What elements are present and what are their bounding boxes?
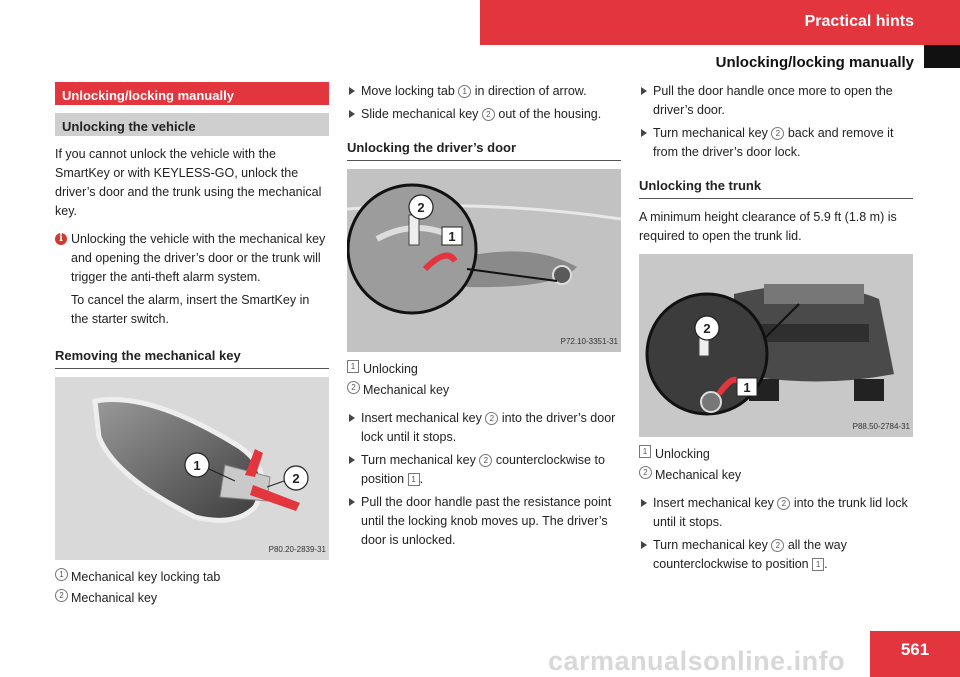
svg-text:2: 2 xyxy=(292,471,299,486)
column-3: Pull the door handle once more to open t… xyxy=(639,82,913,574)
callout-ref: 1 xyxy=(639,445,651,458)
legend-item: 1 Mechanical key locking tab xyxy=(55,568,329,587)
callout-ref: 2 xyxy=(479,454,493,467)
legend-item: 2 Mechanical key xyxy=(639,466,913,485)
step-item: Turn mechanical key 2 all the way counte… xyxy=(639,536,913,574)
callout-ref: 2 xyxy=(485,412,499,425)
svg-text:2: 2 xyxy=(703,321,710,336)
figure-smartkey: 1 2 P80.20-2839-31 xyxy=(55,377,329,560)
legend-label: Unlocking xyxy=(363,362,418,376)
callout-ref: 1 xyxy=(812,558,825,571)
info-note: i Unlocking the vehicle with the mechani… xyxy=(55,230,329,287)
subsection-title: Unlocking the vehicle xyxy=(55,113,329,136)
trunk-lock-illustration: 2 1 xyxy=(639,254,913,437)
callout-2 xyxy=(283,465,309,491)
column-2: Move locking tab 1 in direction of arrow… xyxy=(347,82,621,550)
figure-trunk-lock: 2 1 P88.50-2784-31 xyxy=(639,254,913,437)
callout-ref: 2 xyxy=(771,127,785,140)
watermark: carmanualsonline.info xyxy=(548,646,846,676)
callout-1 xyxy=(736,377,758,397)
callout-ref: 2 xyxy=(55,589,68,602)
note-text-2: To cancel the alarm, insert the SmartKey… xyxy=(71,293,310,326)
page-number: 561 xyxy=(870,631,960,677)
callout-2 xyxy=(694,315,720,341)
legend-label: Mechanical key locking tab xyxy=(71,570,221,584)
svg-text:2: 2 xyxy=(417,200,424,215)
trunk-intro: A minimum height clearance of 5.9 ft (1.… xyxy=(639,210,897,243)
figure-code: P80.20-2839-31 xyxy=(268,545,326,554)
chapter-title: Practical hints xyxy=(804,13,914,30)
legend-label: Mechanical key xyxy=(363,383,450,397)
step-item: Turn mechanical key 2 counterclockwise t… xyxy=(347,451,621,489)
svg-text:1: 1 xyxy=(743,380,750,395)
info-icon: i xyxy=(55,233,67,245)
column-1: Unlocking/locking manually Unlocking the… xyxy=(55,82,329,608)
legend-label: Mechanical key xyxy=(655,468,742,482)
callout-2 xyxy=(408,194,434,220)
callout-ref: 2 xyxy=(777,497,791,510)
door-lock-illustration: 2 1 xyxy=(347,169,621,352)
callout-ref: 1 xyxy=(347,360,359,373)
callout-ref: 1 xyxy=(458,85,472,98)
smartkey-illustration: 1 2 xyxy=(92,396,309,523)
heading-remove-key: Removing the mechanical key xyxy=(55,346,329,369)
callout-ref: 2 xyxy=(347,381,360,394)
step-item: Insert mechanical key 2 into the trunk l… xyxy=(639,494,913,532)
svg-text:1: 1 xyxy=(193,458,200,473)
header-tab-marker xyxy=(924,45,960,68)
section-header: Unlocking/locking manually xyxy=(715,54,914,71)
legend-item: 2 Mechanical key xyxy=(55,589,329,608)
step-item: Slide mechanical key 2 out of the housin… xyxy=(347,105,621,124)
callout-ref: 2 xyxy=(771,539,785,552)
legend-item: 1 Unlocking xyxy=(639,445,913,464)
legend-label: Unlocking xyxy=(655,447,710,461)
legend-item: 2 Mechanical key xyxy=(347,381,621,400)
svg-text:1: 1 xyxy=(448,229,455,244)
heading-trunk: Unlocking the trunk xyxy=(639,176,913,199)
step-item: Move locking tab 1 in direction of arrow… xyxy=(347,82,621,101)
intro-paragraph: If you cannot unlock the vehicle with th… xyxy=(55,147,322,218)
step-item: Pull the door handle past the resistance… xyxy=(347,493,621,550)
step-item: Insert mechanical key 2 into the driver’… xyxy=(347,409,621,447)
note-text: Unlocking the vehicle with the mechanica… xyxy=(71,232,326,284)
section-title: Unlocking/locking manually xyxy=(55,82,329,105)
figure-code: P72.10-3351-31 xyxy=(560,337,618,346)
callout-1 xyxy=(184,452,210,478)
figure-code: P88.50-2784-31 xyxy=(852,422,910,431)
legend-item: 1 Unlocking xyxy=(347,360,621,379)
chapter-header-bar xyxy=(480,0,960,45)
legend-label: Mechanical key xyxy=(71,591,158,605)
callout-ref: 2 xyxy=(481,108,495,121)
callout-ref: 1 xyxy=(55,568,68,581)
figure-door-lock: 2 1 P72.10-3351-31 xyxy=(347,169,621,352)
step-item: Pull the door handle once more to open t… xyxy=(639,82,913,120)
heading-driver-door: Unlocking the driver’s door xyxy=(347,138,621,161)
callout-ref: 2 xyxy=(639,466,652,479)
callout-1 xyxy=(441,226,463,246)
step-item: Turn mechanical key 2 back and remove it… xyxy=(639,124,913,162)
callout-ref: 1 xyxy=(407,473,420,486)
